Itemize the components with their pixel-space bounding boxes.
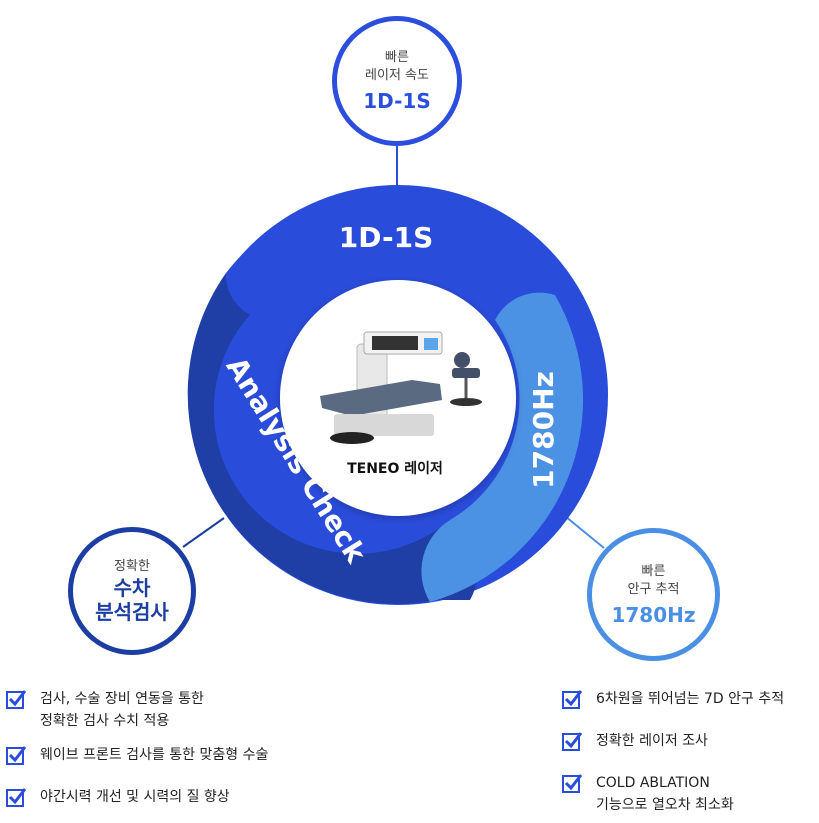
bubble-laser-speed: 빠른 레이저 속도 1D-1S: [332, 16, 462, 146]
checkbox-check-icon: [562, 690, 582, 709]
list-item-line2: 기능으로 열오차 최소화: [596, 797, 734, 813]
feature-list-left: 검사, 수술 장비 연동을 통한 정확한 검사 수치 적용 웨이브 프론트 검사…: [6, 688, 336, 808]
checkbox-check-icon: [562, 732, 582, 751]
connector-left: [182, 517, 225, 548]
list-item-line1: COLD ABLATION: [596, 775, 710, 791]
bubble-top-value: 1D-1S: [363, 89, 431, 113]
bubble-eye-tracking: 빠른 안구 추적 1780Hz: [587, 528, 720, 661]
list-item: 정확한 레이저 조사: [562, 730, 819, 752]
list-item: 웨이브 프론트 검사를 통한 맞춤형 수술: [6, 744, 336, 766]
list-item-line1: 정확한 레이저 조사: [596, 733, 708, 749]
bubble-right-value: 1780Hz: [611, 602, 696, 627]
ring-segment-top: [225, 191, 571, 320]
bubble-top-line1: 빠른: [385, 50, 409, 65]
bubble-left-value2: 분석검사: [95, 600, 169, 624]
list-item: COLD ABLATION 기능으로 열오차 최소화: [562, 772, 819, 816]
center-device-label: TENEO 레이저: [347, 461, 443, 477]
bubble-right-line1: 빠른: [641, 563, 666, 579]
checkbox-check-icon: [6, 788, 26, 807]
bubble-left-value1: 수차: [113, 576, 151, 600]
list-item-line1: 6차원을 뛰어넘는 7D 안구 추적: [596, 691, 785, 707]
list-item-line1: 야간시력 개선 및 시력의 질 향상: [40, 789, 230, 805]
list-item-line1: 검사, 수술 장비 연동을 통한: [40, 691, 204, 707]
list-item: 검사, 수술 장비 연동을 통한 정확한 검사 수치 적용: [6, 688, 336, 732]
ring-segment-left: [187, 272, 478, 604]
list-item: 야간시력 개선 및 시력의 질 향상: [6, 786, 336, 808]
list-item: 6차원을 뛰어넘는 7D 안구 추적: [562, 688, 819, 710]
ring-top-label: 1D-1S: [339, 221, 434, 254]
bubble-aberration-test: 정확한 수차 분석검사: [68, 527, 196, 655]
laser-device-icon: [320, 331, 482, 444]
list-item-line1: 웨이브 프론트 검사를 통한 맞춤형 수술: [40, 747, 269, 763]
ring-segment-right: [421, 292, 584, 602]
list-item-line2: 정확한 검사 수치 적용: [40, 713, 170, 729]
bubble-left-line1: 정확한: [114, 559, 150, 574]
feature-list-right: 6차원을 뛰어넘는 7D 안구 추적 정확한 레이저 조사 COLD ABLAT…: [562, 688, 819, 816]
bubble-right-line2: 안구 추적: [627, 581, 680, 597]
checkbox-check-icon: [6, 690, 26, 709]
checkbox-check-icon: [562, 774, 582, 793]
checkbox-check-icon: [6, 746, 26, 765]
bubble-top-line2: 레이저 속도: [365, 68, 429, 83]
ring-right-label: 1780Hz: [527, 371, 560, 489]
